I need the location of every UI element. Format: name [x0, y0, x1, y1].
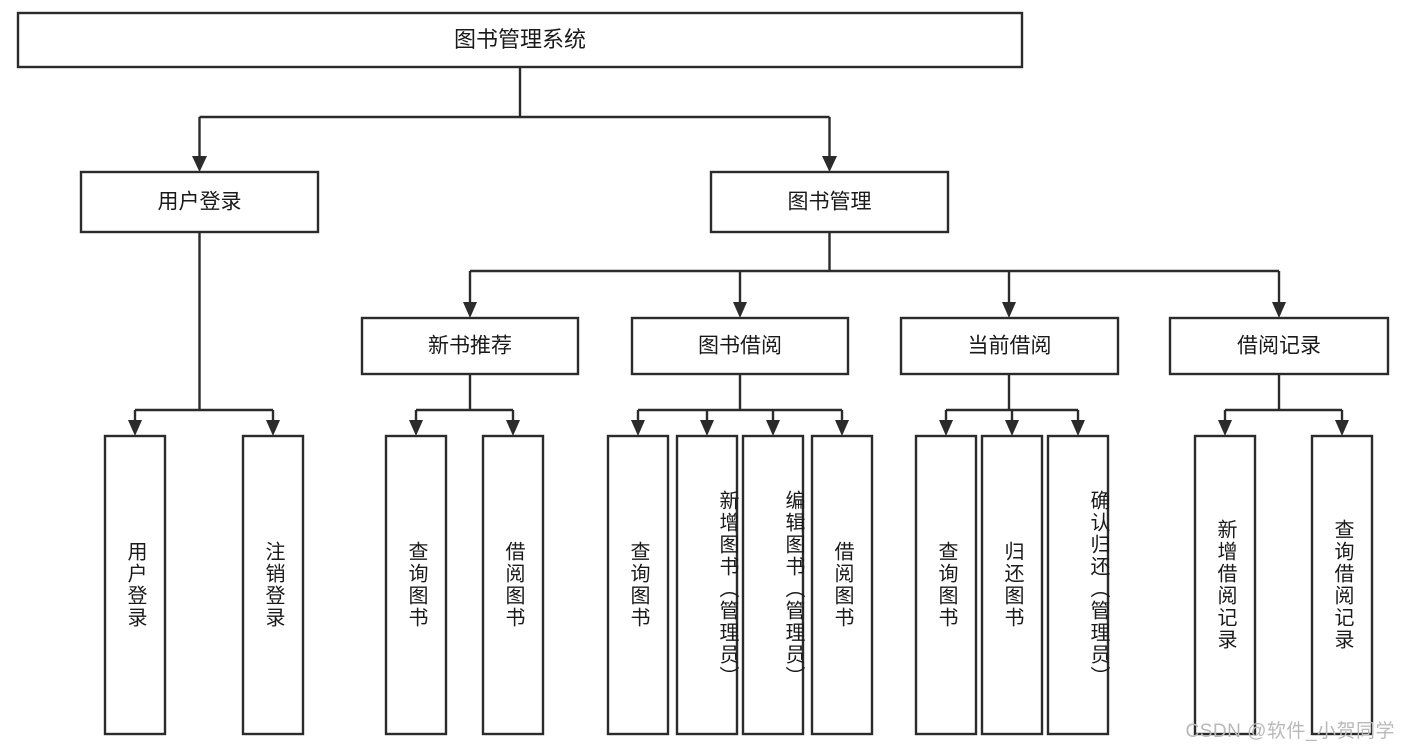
connector-group-current-borrow: [939, 374, 1085, 436]
node-book-borrow-box[interactable]: [630, 316, 850, 376]
node-borrow-record-label: 借阅记录: [1237, 335, 1321, 358]
node-borrow-record[interactable]: 借阅记录: [1168, 316, 1390, 376]
node-book-management-box[interactable]: [709, 170, 950, 234]
node-book-borrow[interactable]: 图书借阅: [630, 316, 850, 376]
arrowhead-current-return-book: [1005, 420, 1019, 436]
arrowhead-borrow-edit-book-admin: [766, 420, 780, 436]
connector-group-borrow-record: [1218, 374, 1349, 436]
arrowhead-user-logout-action: [266, 420, 280, 436]
arrowhead-record-query: [1335, 420, 1349, 436]
arrowhead-current-confirm-return: [1071, 420, 1085, 436]
connector-group-user-login: [128, 232, 280, 436]
arrowhead-current-borrow: [1002, 302, 1016, 318]
node-user-login[interactable]: 用户登录: [79, 170, 320, 234]
arrowhead-recommend-query-book: [409, 420, 423, 436]
node-current-borrow-box[interactable]: [899, 316, 1120, 376]
arrowhead-new-book-recommend: [463, 302, 477, 318]
node-user-login-action-box[interactable]: [103, 434, 167, 736]
node-record-query-box[interactable]: [1310, 434, 1374, 736]
arrowhead-user-login: [192, 156, 207, 172]
node-root-box[interactable]: [16, 11, 1024, 69]
node-book-management[interactable]: 图书管理: [709, 170, 950, 234]
arrowhead-book-management: [822, 156, 837, 172]
arrowhead-user-login-action: [128, 420, 142, 436]
node-book-management-label: 图书管理: [788, 191, 872, 214]
arrowhead-borrow-borrow-book: [835, 420, 849, 436]
node-new-book-recommend-box[interactable]: [360, 316, 580, 376]
arrowhead-current-query-book: [939, 420, 953, 436]
node-borrow-record-box[interactable]: [1168, 316, 1390, 376]
arrowhead-book-borrow: [733, 302, 747, 318]
node-root[interactable]: 图书管理系统: [16, 11, 1024, 69]
node-user-logout-action-box[interactable]: [241, 434, 305, 736]
node-new-book-recommend-label: 新书推荐: [428, 335, 512, 358]
node-borrow-query-book-box[interactable]: [606, 434, 670, 736]
node-borrow-add-book-admin-box[interactable]: [675, 434, 739, 736]
node-recommend-borrow-book-box[interactable]: [481, 434, 545, 736]
node-current-confirm-return-box[interactable]: [1046, 434, 1110, 736]
node-book-borrow-label: 图书借阅: [698, 335, 782, 358]
node-user-login-box[interactable]: [79, 170, 320, 234]
connector-group-book-management: [463, 232, 1286, 318]
node-recommend-query-book-box[interactable]: [384, 434, 448, 736]
connector-group-root: [192, 67, 837, 172]
node-borrow-borrow-book-box[interactable]: [810, 434, 874, 736]
node-root-label: 图书管理系统: [454, 27, 586, 52]
node-new-book-recommend[interactable]: 新书推荐: [360, 316, 580, 376]
node-record-add-box[interactable]: [1193, 434, 1257, 736]
arrowhead-borrow-record: [1272, 302, 1286, 318]
node-current-borrow-label: 当前借阅: [968, 335, 1052, 358]
arrowhead-borrow-query-book: [631, 420, 645, 436]
node-current-borrow[interactable]: 当前借阅: [899, 316, 1120, 376]
arrowhead-recommend-borrow-book: [506, 420, 520, 436]
arrowhead-record-add: [1218, 420, 1232, 436]
node-borrow-edit-book-admin-box[interactable]: [741, 434, 805, 736]
node-user-login-label: 用户登录: [158, 191, 242, 214]
arrowhead-borrow-add-book-admin: [700, 420, 714, 436]
node-current-query-book-box[interactable]: [914, 434, 978, 736]
connector-group-new-book-recommend: [409, 374, 520, 436]
connector-group-book-borrow: [631, 374, 849, 436]
node-current-return-book-box[interactable]: [980, 434, 1044, 736]
